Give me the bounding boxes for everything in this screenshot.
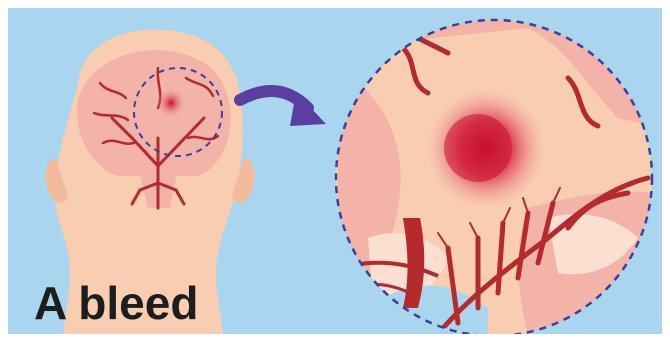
- illustration-panel: A bleed: [8, 8, 662, 334]
- curved-arrow-icon: [240, 91, 326, 126]
- caption-label: A bleed: [34, 278, 198, 328]
- magnified-brain-view: [336, 8, 662, 334]
